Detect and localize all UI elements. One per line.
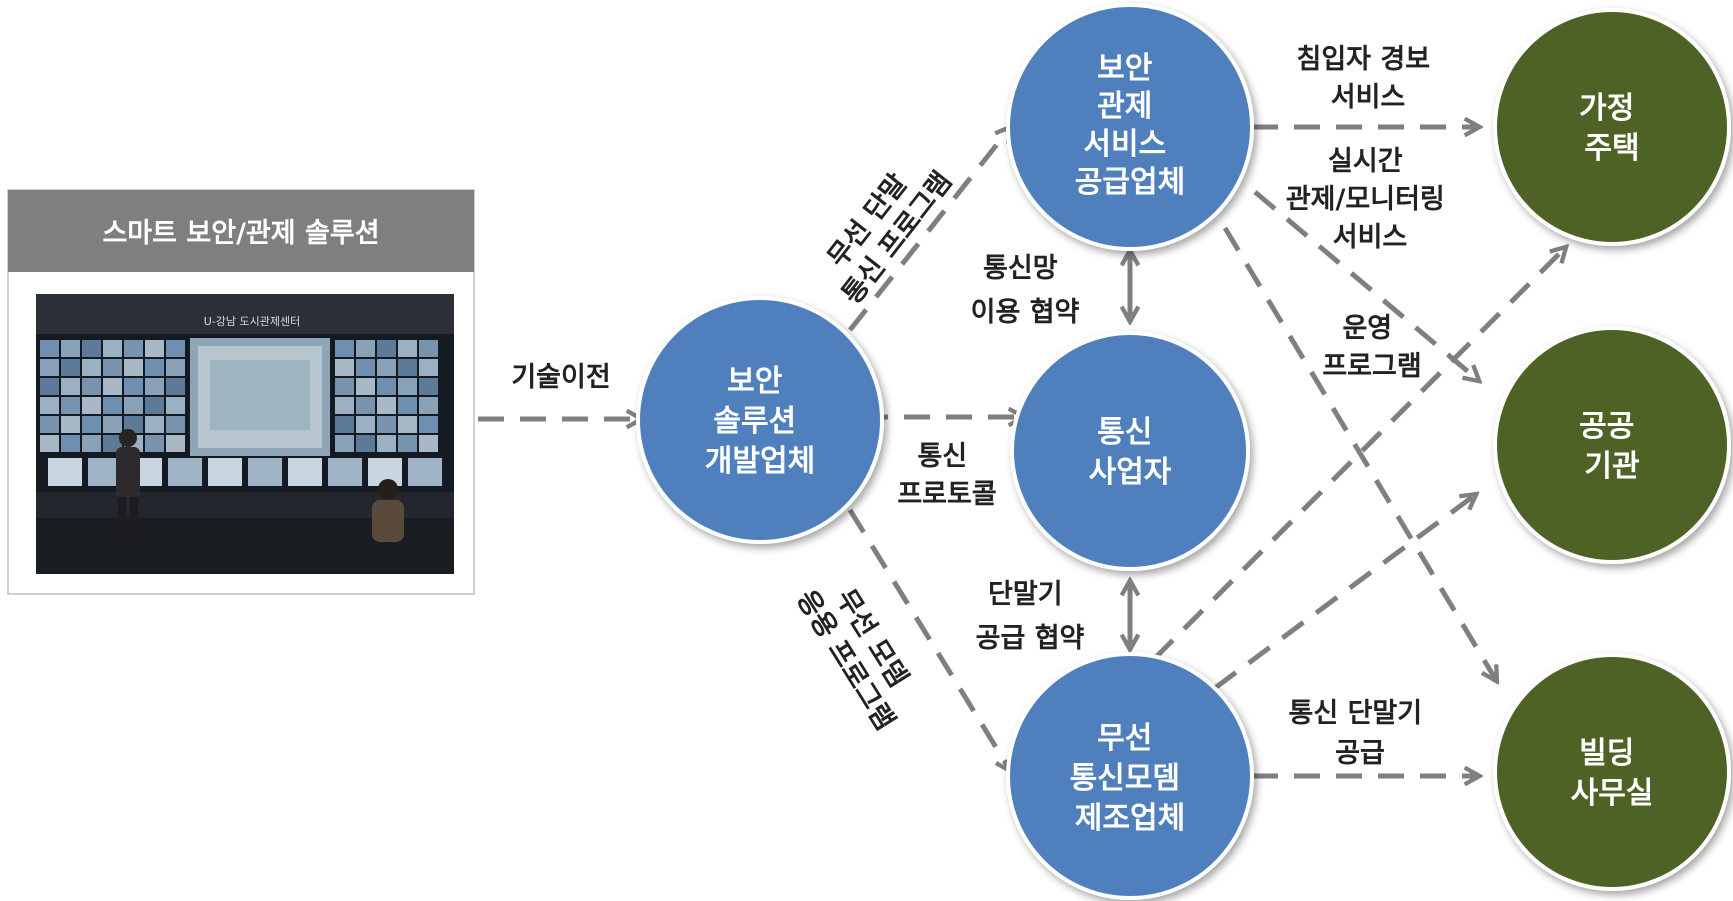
edge-modem-to-public (1213, 495, 1475, 691)
developer-label-3: 개발업체 (705, 444, 815, 479)
svg-text:가정 주택: 가정 주택 (1579, 91, 1645, 166)
label-terminal-agreement-1: 단말기 (988, 579, 1063, 610)
edge-service-to-public (1253, 190, 1478, 380)
label-realtime-1: 실시간 (1328, 146, 1403, 177)
svg-text:통신 프로토콜: 통신 프로토콜 (897, 441, 996, 510)
service-label-2: 관제 (1097, 89, 1152, 124)
modem-label-1: 무선 (1097, 721, 1152, 756)
svg-text:단말기 공급 협약: 단말기 공급 협약 (976, 579, 1085, 654)
developer-label-2: 솔루션 (713, 404, 796, 439)
service-label-1: 보안 (1097, 51, 1153, 86)
svg-text:침입자 경보 서비스: 침입자 경보 서비스 (1296, 44, 1439, 113)
label-operation-program-2: 프로그램 (1322, 351, 1421, 382)
node-public-institution[interactable]: 공공 기관 (1493, 326, 1731, 564)
operator-standing (116, 429, 140, 547)
building-label-1: 빌딩 (1579, 736, 1634, 771)
svg-text:공공 기관: 공공 기관 (1579, 409, 1645, 484)
edges (478, 127, 1565, 776)
label-operation-program-1: 운영 (1342, 313, 1392, 344)
svg-text:보안 솔루션 개발업체: 보안 솔루션 개발업체 (705, 364, 815, 479)
node-developer[interactable]: 보안 솔루션 개발업체 (636, 296, 884, 544)
label-network-agreement-2: 이용 협약 (971, 297, 1080, 328)
panel-header (8, 190, 474, 272)
node-telecom-operator[interactable]: 통신 사업자 (1010, 331, 1250, 571)
label-terminal-agreement-2: 공급 협약 (976, 623, 1085, 654)
video-wall (40, 340, 438, 452)
telecom-label-1: 통신 (1097, 415, 1152, 450)
nodes: 보안 솔루션 개발업체 보안 관제 서비스 공급업체 통신 사업자 무 (636, 3, 1731, 900)
operator-seated (372, 479, 404, 542)
public-label-1: 공공 (1579, 409, 1634, 444)
svg-text:무선 모뎀 응용 프로그램: 무선 모뎀 응용 프로그램 (790, 567, 929, 736)
edge-modem-to-home (1093, 248, 1565, 720)
building-label-2: 사무실 (1571, 776, 1654, 811)
label-terminal-supply-2: 공급 (1335, 738, 1385, 769)
svg-text:통신 사업자: 통신 사업자 (1089, 415, 1172, 490)
svg-text:통신 단말기 공급: 통신 단말기 공급 (1288, 698, 1431, 769)
label-comm-protocol-1: 통신 (917, 441, 967, 472)
node-service-provider[interactable]: 보안 관제 서비스 공급업체 (1006, 3, 1254, 251)
label-network-agreement-1: 통신망 (983, 253, 1058, 284)
node-modem-manufacturer[interactable]: 무선 통신모뎀 제조업체 (1006, 652, 1254, 900)
service-label-4: 공급업체 (1075, 165, 1185, 200)
developer-label-1: 보안 (727, 364, 783, 399)
label-realtime-2: 관제/모니터링 (1286, 184, 1445, 215)
control-room-photo: U-강남 도시관제센터 (36, 294, 454, 574)
service-label-3: 서비스 (1083, 127, 1166, 162)
label-intrusion-alarm-2: 서비스 (1331, 82, 1406, 113)
solution-panel: 스마트 보안/관제 솔루션 U-강남 도시관제센터 (7, 189, 475, 595)
modem-label-3: 제조업체 (1075, 801, 1185, 836)
svg-text:실시간 관제/모니터링 서비스: 실시간 관제/모니터링 서비스 (1286, 146, 1454, 253)
telecom-label-2: 사업자 (1089, 455, 1172, 490)
edge-dev-to-service (848, 128, 1010, 332)
home-label-2: 주택 (1584, 131, 1639, 166)
node-building-office[interactable]: 빌딩 사무실 (1493, 653, 1731, 891)
panel-title: 스마트 보안/관제 솔루션 (102, 218, 379, 249)
edge-dev-to-modem (847, 508, 1010, 770)
edge-service-to-building (1222, 226, 1496, 680)
photo-sign: U-강남 도시관제센터 (204, 315, 300, 328)
label-terminal-supply-1: 통신 단말기 (1288, 698, 1422, 729)
svg-text:통신망 이용 협약: 통신망 이용 협약 (971, 253, 1080, 328)
public-label-2: 기관 (1584, 449, 1639, 484)
modem-label-2: 통신모뎀 (1070, 761, 1180, 796)
node-home[interactable]: 가정 주택 (1493, 8, 1731, 246)
svg-text:무선 통신모뎀 제조업체: 무선 통신모뎀 제조업체 (1070, 721, 1191, 836)
label-realtime-3: 서비스 (1333, 222, 1408, 253)
svg-text:보안 관제 서비스: 보안 관제 서비스 공급업체 (1075, 51, 1185, 200)
label-comm-protocol-2: 프로토콜 (897, 479, 996, 510)
home-label-1: 가정 (1579, 91, 1634, 126)
svg-text:운영 프로그램: 운영 프로그램 (1322, 313, 1421, 382)
label-tech-transfer: 기술이전 (511, 362, 610, 393)
label-intrusion-alarm-1: 침입자 경보 (1296, 44, 1430, 75)
svg-text:빌딩 사무실: 빌딩 사무실 (1571, 736, 1654, 811)
